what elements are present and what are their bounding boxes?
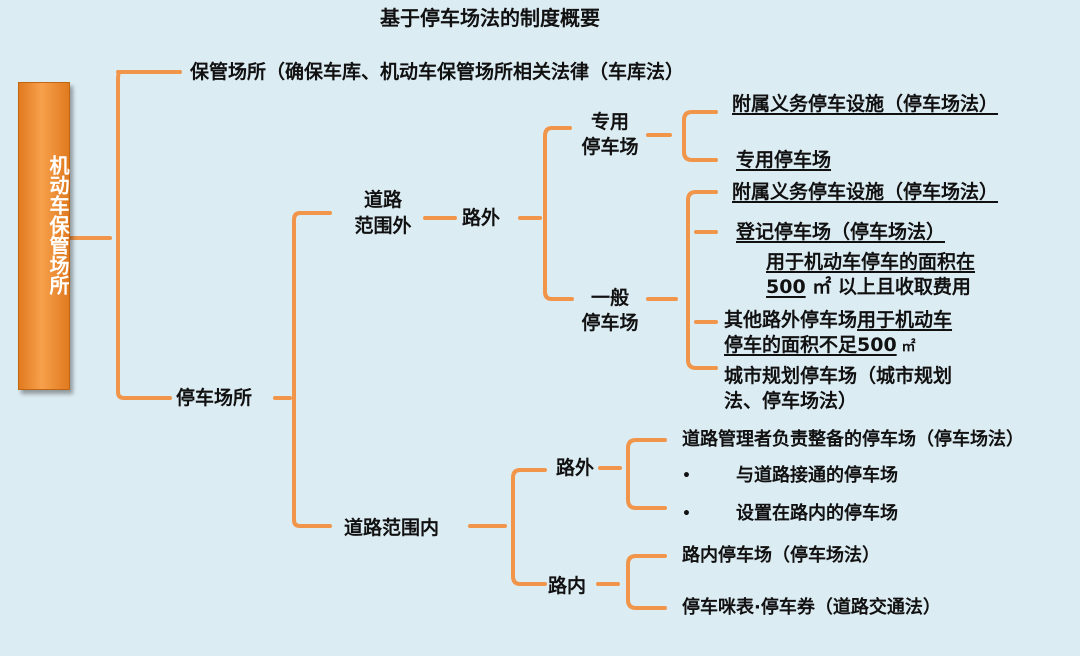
bracket-level3b: [511, 468, 522, 586]
lunei-item-street-parking: 路内停车场（停车场法）: [682, 545, 880, 566]
node-dedicated-line2: 停车场: [581, 136, 639, 158]
lunei-item-meters: 停车咪表·停车券（道路交通法）: [682, 597, 941, 618]
node-inside-road: 道路范围内: [344, 517, 440, 539]
general-item-other-line2: 停车的面积不足500 ㎡: [724, 334, 916, 356]
general-item-registered-cond1: 用于机动车停车的面积在: [766, 251, 976, 273]
bullet-2: •: [682, 506, 691, 522]
bullet-1: •: [682, 468, 691, 484]
bracket-dedicated: [682, 110, 694, 162]
dedicated-item-dedicated: 专用停车场: [736, 149, 832, 171]
node-lu-wai-2: 路外: [556, 457, 595, 479]
luwai2-item-road-manager: 道路管理者负责整备的停车场（停车场法）: [682, 429, 1024, 450]
general-item-other-line1: 其他路外停车场用于机动车: [724, 309, 953, 331]
node-outside-road-line2: 范围外: [354, 215, 412, 237]
bracket-lunei: [626, 554, 638, 610]
luwai2-item-connected: 与道路接通的停车场: [736, 465, 898, 486]
general-item-city-line1: 城市规划停车场（城市规划: [724, 365, 953, 387]
bracket-level2: [292, 211, 302, 528]
node-dedicated-line1: 专用: [590, 111, 629, 133]
general-item-registered-cond2: 500 ㎡ 以上且收取费用: [766, 276, 971, 298]
bracket-level3a: [543, 126, 554, 301]
bracket-level1: [116, 70, 126, 400]
diagram-title: 基于停车场法的制度概要: [380, 6, 600, 30]
node-general-line2: 停车场: [581, 312, 639, 334]
luwai2-item-in-road: 设置在路内的停车场: [736, 503, 898, 524]
root-node: 机动车保管场所: [18, 82, 70, 390]
general-item-city-line2: 法、停车场法）: [724, 390, 858, 412]
node-outside-road-line1: 道路: [363, 189, 402, 211]
bracket-luwai2: [626, 438, 638, 510]
general-item-registered: 登记停车场（停车场法）: [736, 221, 946, 243]
dedicated-item-attached: 附属义务停车设施（停车场法）: [732, 93, 999, 115]
bracket-general: [686, 190, 698, 370]
node-lu-nei: 路内: [548, 575, 587, 597]
node-general-line1: 一般: [590, 287, 629, 309]
node-parking-place: 停车场所: [176, 387, 253, 409]
general-item-attached: 附属义务停车设施（停车场法）: [732, 181, 999, 203]
root-label: 机动车保管场所: [46, 155, 70, 295]
node-lu-wai-1: 路外: [462, 207, 501, 229]
node-storage-place: 保管场所（确保车库、机动车保管场所相关法律（车库法）: [190, 61, 685, 83]
